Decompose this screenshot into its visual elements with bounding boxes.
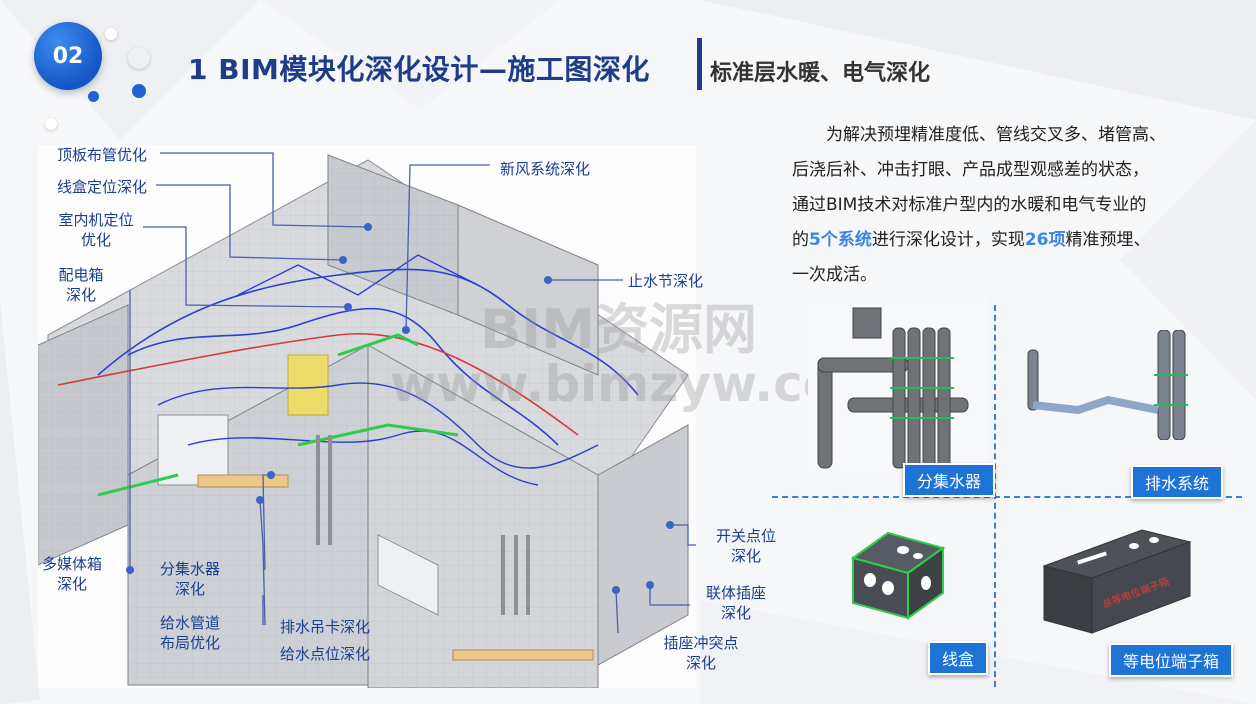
page-title: 1 BIM模块化深化设计—施工图深化 bbox=[188, 53, 650, 86]
page-subtitle: 标准层水暖、电气深化 bbox=[710, 61, 931, 86]
decor-dot bbox=[88, 91, 99, 102]
callout-supply-pipe: 给水管道 布局优化 bbox=[158, 613, 222, 653]
callout-manifold: 分集水器 深化 bbox=[158, 559, 222, 599]
callout-indoor-unit-line-2: 优化 bbox=[80, 231, 111, 249]
callout-supply-point: 给水点位深化 bbox=[280, 645, 371, 663]
callout-box-position: 线盒定位深化 bbox=[57, 178, 148, 196]
callout-drain-hanger: 排水吊卡深化 bbox=[280, 618, 371, 636]
junction-box-thumbnail bbox=[850, 531, 946, 620]
tag-junction-box: 线盒 bbox=[928, 641, 989, 675]
callout-switch-point-line-1: 开关点位 bbox=[715, 527, 776, 545]
desc-line-4-suffix: 精准预埋、 bbox=[1065, 230, 1151, 250]
decor-dot bbox=[45, 118, 57, 130]
desc-line-2: 后浇后补、冲击打眼、产品成型观感差的状态， bbox=[792, 160, 1149, 180]
callout-multimedia-box-line-2: 深化 bbox=[56, 575, 87, 593]
callout-manifold-line-2: 深化 bbox=[174, 580, 205, 598]
watermark-line-1: BIM资源网 bbox=[480, 298, 757, 361]
drainage-thumbnail bbox=[1027, 330, 1188, 440]
description-paragraph: 为解决预埋精准度低、管线交叉多、堵管高、 后浇后补、冲击打眼、产品成型观感差的状… bbox=[792, 118, 1212, 293]
decor-dot bbox=[128, 47, 150, 69]
highlight-items: 26项 bbox=[1024, 230, 1066, 250]
callout-socket-conflict-line-1: 插座冲突点 bbox=[663, 634, 739, 652]
callout-indoor-unit-line-1: 室内机定位 bbox=[58, 211, 134, 229]
desc-line-1: 为解决预埋精准度低、管线交叉多、堵管高、 bbox=[826, 125, 1166, 145]
decor-dot bbox=[105, 28, 117, 40]
tag-drainage: 排水系统 bbox=[1131, 465, 1224, 499]
watermark-line-2: www.bimzyw.com bbox=[390, 355, 890, 413]
callout-distribution-box-line-1: 配电箱 bbox=[58, 266, 104, 284]
callout-multimedia-box: 多媒体箱 深化 bbox=[40, 554, 104, 594]
desc-line-4-prefix: 的 bbox=[792, 230, 809, 250]
callout-distribution-box-line-2: 深化 bbox=[65, 286, 96, 304]
section-number-badge: 02 bbox=[34, 22, 102, 90]
callout-switch-point-line-2: 深化 bbox=[730, 547, 761, 565]
highlight-systems: 5个系统 bbox=[809, 230, 872, 250]
callout-fresh-air: 新风系统深化 bbox=[500, 160, 591, 178]
callout-roof-pipe: 顶板布管优化 bbox=[57, 146, 148, 164]
equipotential-box-thumbnail: 总等电位端子箱 bbox=[1042, 529, 1192, 634]
callout-indoor-unit: 室内机定位 优化 bbox=[56, 210, 136, 250]
callout-manifold-line-1: 分集水器 bbox=[159, 560, 220, 578]
manifold-thumbnail bbox=[808, 298, 988, 478]
desc-line-4: 的5个系统进行深化设计，实现26项精准预埋、 bbox=[792, 223, 1212, 258]
tag-equipotential: 等电位端子箱 bbox=[1109, 643, 1234, 677]
thumbnail-divider-horizontal bbox=[772, 496, 1242, 498]
desc-line-3: 通过BIM技术对标准户型内的水暖和电气专业的 bbox=[792, 195, 1147, 215]
desc-line-4-mid: 进行深化设计，实现 bbox=[871, 230, 1025, 250]
callout-water-stop: 止水节深化 bbox=[628, 272, 704, 290]
callout-supply-pipe-line-1: 给水管道 bbox=[159, 614, 220, 632]
callout-switch-point: 开关点位 深化 bbox=[710, 526, 782, 566]
desc-line-5: 一次成活。 bbox=[792, 265, 877, 285]
tag-manifold: 分集水器 bbox=[903, 463, 996, 497]
callout-combo-socket: 联体插座 深化 bbox=[700, 583, 772, 623]
callout-distribution-box: 配电箱 深化 bbox=[56, 265, 106, 305]
title-divider bbox=[697, 38, 702, 90]
callout-supply-pipe-line-2: 布局优化 bbox=[159, 634, 220, 652]
callout-socket-conflict: 插座冲突点 深化 bbox=[658, 633, 744, 673]
callout-combo-socket-line-1: 联体插座 bbox=[705, 584, 766, 602]
callout-multimedia-box-line-1: 多媒体箱 bbox=[41, 555, 102, 573]
decor-dot bbox=[132, 84, 146, 98]
bim-model-illustration bbox=[38, 152, 696, 688]
callout-socket-conflict-line-2: 深化 bbox=[685, 654, 716, 672]
callout-combo-socket-line-2: 深化 bbox=[720, 604, 751, 622]
